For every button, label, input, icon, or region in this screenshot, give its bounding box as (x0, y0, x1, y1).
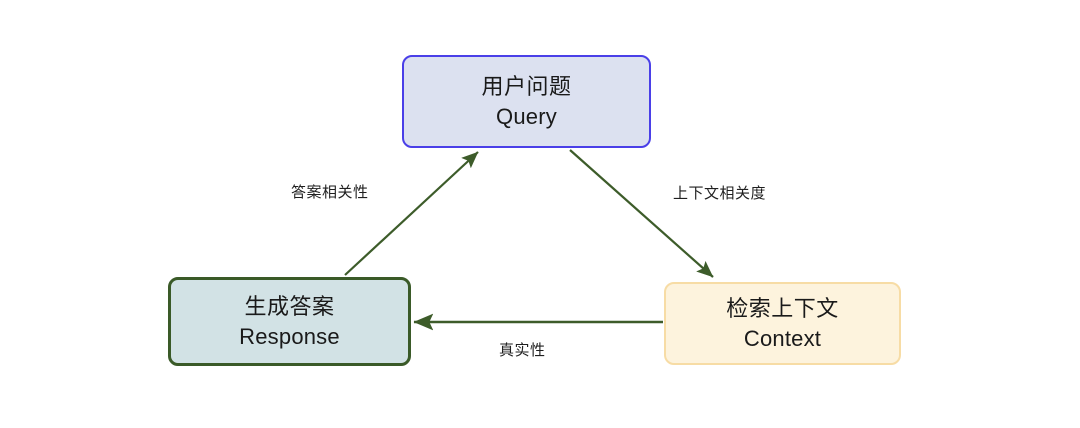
node-response-title-en: Response (239, 323, 340, 349)
node-context-title-cn: 检索上下文 (726, 295, 839, 321)
node-response[interactable]: 生成答案 Response (168, 277, 411, 366)
node-context[interactable]: 检索上下文 Context (664, 282, 901, 365)
node-response-title-cn: 生成答案 (244, 293, 335, 319)
edge-label-faithfulness: 真实性 (499, 342, 546, 359)
edge-response-to-query (344, 151, 479, 276)
node-query-title-cn: 用户问题 (481, 73, 572, 99)
edge-label-answer-relevance: 答案相关性 (291, 184, 369, 201)
edge-query-to-context (569, 149, 714, 278)
node-query-title-en: Query (496, 103, 557, 129)
node-query[interactable]: 用户问题 Query (402, 55, 651, 148)
edge-label-context-relevance: 上下文相关度 (673, 185, 767, 202)
node-context-title-en: Context (743, 325, 822, 351)
